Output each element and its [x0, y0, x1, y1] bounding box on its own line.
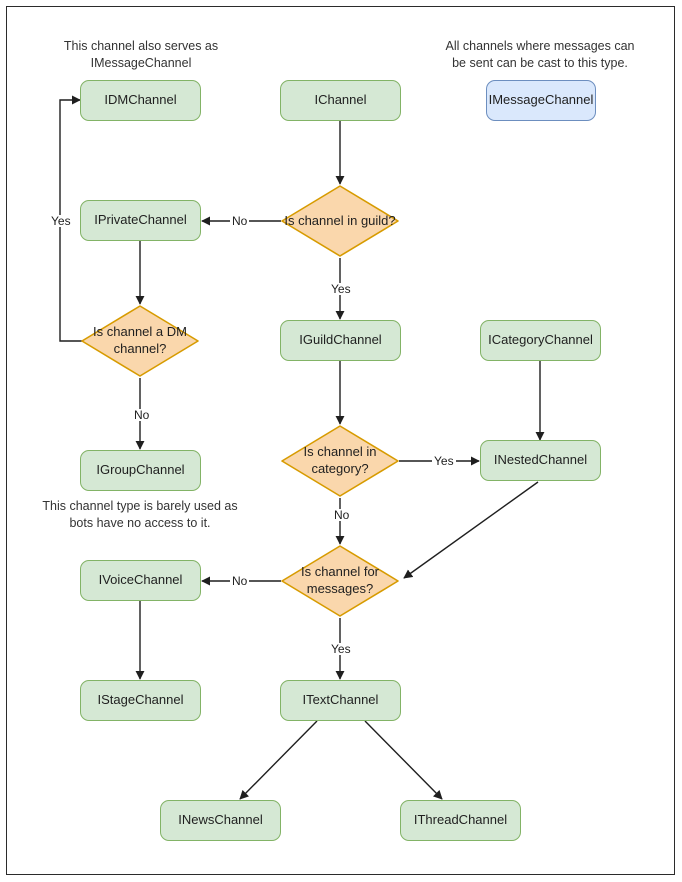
node-ichannel-label: IChannel [314, 92, 367, 108]
node-istagechannel[interactable]: IStageChannel [80, 680, 201, 721]
node-ivoicechannel-label: IVoiceChannel [98, 572, 183, 588]
node-iguildchannel[interactable]: IGuildChannel [280, 320, 401, 361]
node-is-channel-in-category[interactable]: Is channel in category? [280, 424, 400, 498]
note-message-channel: All channels where messages can be sent … [445, 39, 635, 70]
edge-label-guild-no: No [230, 214, 250, 228]
node-imessagechannel[interactable]: IMessageChannel [486, 80, 596, 121]
node-icategorychannel-label: ICategoryChannel [488, 332, 593, 348]
node-is-channel-for-messages-label: Is channel for messages? [300, 564, 380, 596]
edge-label-messages-yes: Yes [329, 642, 353, 656]
edge-label-guild-yes: Yes [329, 282, 353, 296]
diamond-shape-messages [281, 545, 399, 617]
node-itextchannel[interactable]: ITextChannel [280, 680, 401, 721]
node-icategorychannel[interactable]: ICategoryChannel [480, 320, 601, 361]
node-idmchannel-label: IDMChannel [104, 92, 177, 108]
node-ivoicechannel[interactable]: IVoiceChannel [80, 560, 201, 601]
node-inestedchannel-label: INestedChannel [493, 452, 588, 468]
node-iprivatechannel-label: IPrivateChannel [94, 212, 187, 228]
note-group-channel: This channel type is barely used as bots… [42, 499, 238, 530]
node-iguildchannel-label: IGuildChannel [299, 332, 382, 348]
node-ichannel[interactable]: IChannel [280, 80, 401, 121]
node-ithreadchannel-label: IThreadChannel [413, 812, 508, 828]
node-igroupchannel-label: IGroupChannel [96, 462, 185, 478]
edge-label-dm-yes: Yes [49, 214, 73, 228]
node-iprivatechannel[interactable]: IPrivateChannel [80, 200, 201, 241]
edge-label-messages-no: No [230, 574, 250, 588]
node-is-channel-in-guild[interactable]: Is channel in guild? [280, 184, 400, 258]
diamond-shape-guild [281, 185, 399, 257]
node-idmchannel[interactable]: IDMChannel [80, 80, 201, 121]
note-dm-channel: This channel also serves as IMessageChan… [63, 39, 219, 70]
diamond-shape-dm [81, 305, 199, 377]
edge-label-category-yes: Yes [432, 454, 456, 468]
edge-label-category-no: No [332, 508, 352, 522]
node-is-channel-a-dm-channel[interactable]: Is channel a DM channel? [80, 304, 200, 378]
node-is-channel-for-messages[interactable]: Is channel for messages? [280, 544, 400, 618]
node-igroupchannel[interactable]: IGroupChannel [80, 450, 201, 491]
node-ithreadchannel[interactable]: IThreadChannel [400, 800, 521, 841]
node-is-channel-a-dm-channel-label: Is channel a DM channel? [93, 324, 187, 356]
diamond-shape-category [281, 425, 399, 497]
node-itextchannel-label: ITextChannel [302, 692, 379, 708]
node-inewschannel[interactable]: INewsChannel [160, 800, 281, 841]
node-inestedchannel[interactable]: INestedChannel [480, 440, 601, 481]
node-istagechannel-label: IStageChannel [97, 692, 184, 708]
node-is-channel-in-category-label: Is channel in category? [303, 444, 377, 476]
node-is-channel-in-guild-label: Is channel in guild? [284, 212, 396, 228]
edge-label-dm-no: No [132, 408, 152, 422]
diagram-frame [6, 6, 675, 875]
node-imessagechannel-label: IMessageChannel [488, 92, 594, 108]
node-inewschannel-label: INewsChannel [178, 812, 263, 828]
